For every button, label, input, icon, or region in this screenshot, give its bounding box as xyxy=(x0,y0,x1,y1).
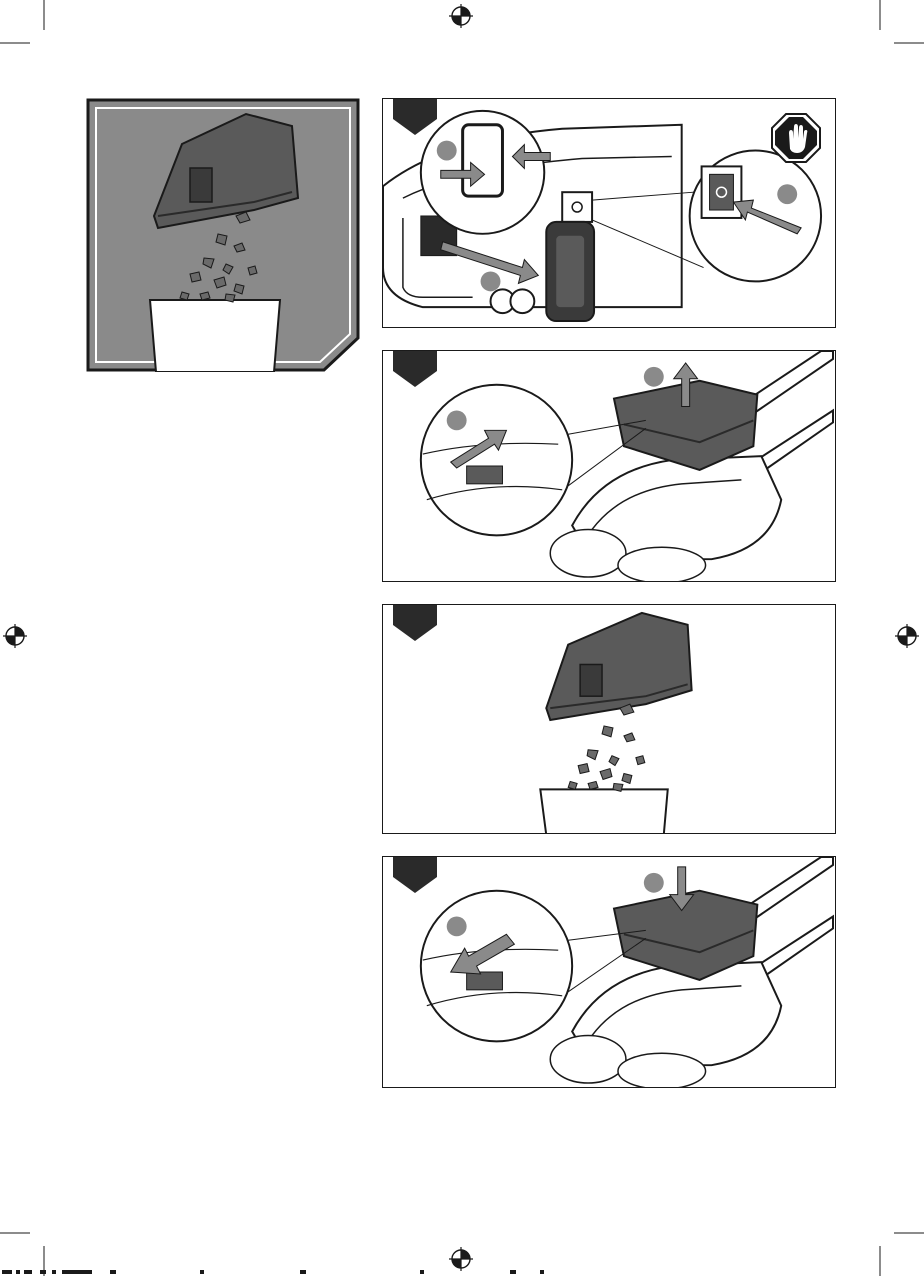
step-pentagon-icon xyxy=(393,98,437,135)
step-pentagon-icon xyxy=(393,604,437,641)
crosshair-circle-icon xyxy=(895,624,919,648)
step-pentagon-icon xyxy=(393,350,437,387)
stop-hand-icon xyxy=(771,113,821,163)
step4-panel xyxy=(382,856,836,1088)
step1-panel xyxy=(382,98,836,328)
overview-panel xyxy=(86,98,360,372)
print-control-strip xyxy=(0,1268,924,1276)
step3-panel xyxy=(382,604,836,834)
step-pentagon-icon xyxy=(393,856,437,893)
crosshair-circle-icon xyxy=(3,624,27,648)
step2-panel xyxy=(382,350,836,582)
crosshair-circle-icon xyxy=(449,4,473,28)
